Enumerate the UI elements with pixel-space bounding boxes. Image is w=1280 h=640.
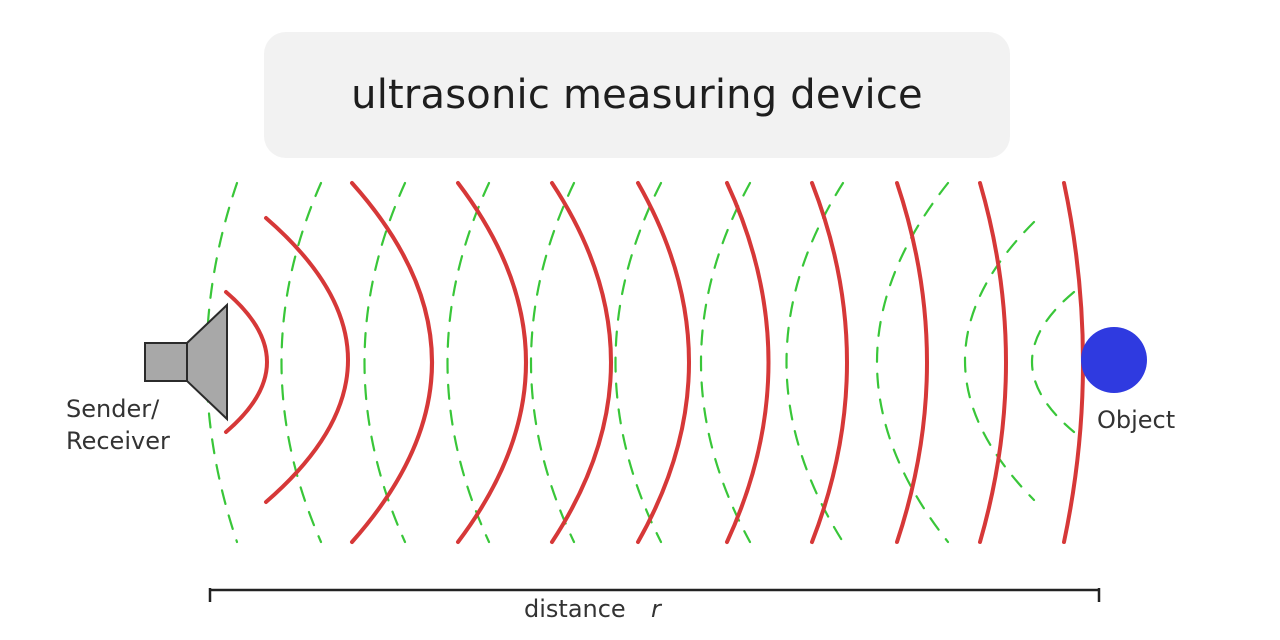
speaker-icon [144,302,228,422]
emitted-wavefront [636,181,691,544]
emitted-wavefront [725,181,771,544]
emitted-wavefront [978,181,1008,544]
diagram-title: ultrasonic measuring device [351,72,923,118]
reflected-wavefront [446,181,491,544]
speaker-body [144,342,188,382]
sender-label-line2: Receiver [66,427,170,455]
emitted-wavefront [350,181,434,544]
reflected-wavefront [363,181,407,544]
reflected-wavefront [964,220,1036,502]
title-box: ultrasonic measuring device [264,32,1010,158]
reflected-wavefront [529,181,576,544]
distance-label: distance [524,595,626,623]
emitted-wave-group [224,181,1085,544]
distance-bracket [208,588,1101,602]
reflected-wavefront [1030,290,1076,434]
reflected-wavefront [280,181,323,544]
emitted-wavefront [224,290,269,434]
sender-label-line1: Sender/ [66,395,160,423]
reflected-wave-group [205,181,1076,544]
reflected-wavefront [614,181,663,544]
reflected-wavefront [876,181,950,544]
emitted-wavefront [895,181,929,544]
reflected-wavefront [699,181,752,544]
emitted-wavefront [1062,181,1085,544]
reflected-wavefront [785,181,845,544]
emitted-wavefront [810,181,849,544]
object-label: Object [1097,406,1175,434]
emitted-wavefront [264,216,350,504]
speaker-cone [186,302,228,422]
object-ball [1081,327,1147,393]
emitted-wavefront [456,181,528,544]
distance-symbol: r [651,595,663,623]
emitted-wavefront [550,181,613,544]
